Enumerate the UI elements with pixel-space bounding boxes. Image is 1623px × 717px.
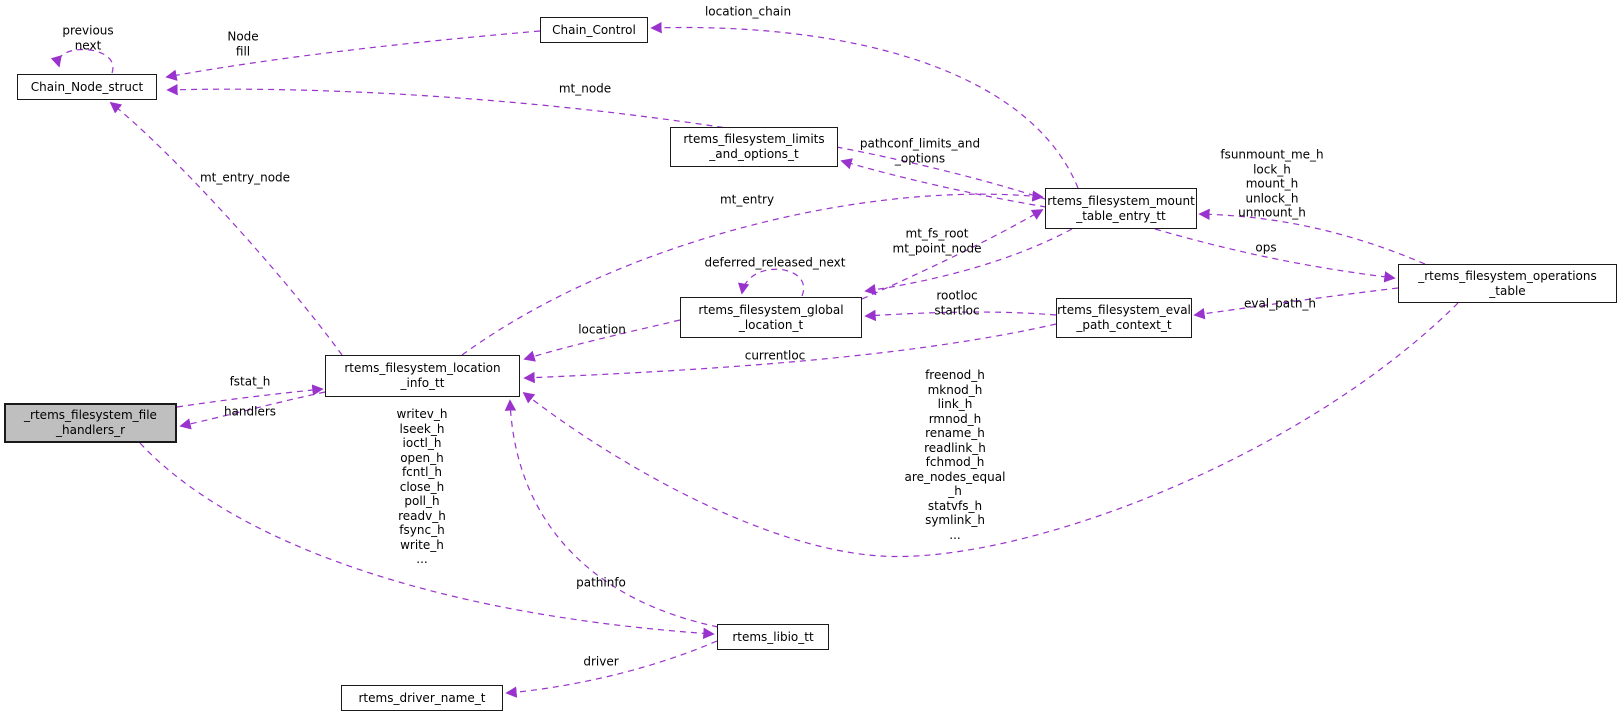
edge-label-node-fill: Node fill [227,29,259,58]
node-rtems-libio-tt[interactable]: rtems_libio_tt [717,624,829,650]
edge-label-writev-group: writev_h lseek_h ioctl_h open_h fcntl_h … [396,407,448,567]
edge-label-eval-path-h: eval_path_h [1243,296,1317,311]
edge-node-fill [165,30,541,81]
edge-label-ops: ops [1255,240,1277,255]
edge-label-driver: driver [583,654,619,669]
edge-label-location-chain: location_chain [704,4,792,19]
edge-pathconf-limits [840,158,1047,208]
edge-label-mt-fs-root: mt_fs_root mt_point_node [892,226,982,255]
edge-freenod-group [522,302,1459,558]
edge-location [523,319,681,362]
edge-label-fsunmount-group: fsunmount_me_h lock_h mount_h unlock_h u… [1220,147,1324,220]
edge-label-deferred-released-next: deferred_released_next [704,255,846,270]
edge-driver [505,640,718,698]
edge-label-handlers: handlers [223,404,277,419]
edge-rootloc-startloc [864,309,1057,322]
node-rtems-filesystem-limits-and-options-t[interactable]: rtems_filesystem_limits _and_options_t [670,127,838,167]
edge-fstat-h [176,384,324,408]
edge-label-currentloc: currentloc [744,348,806,363]
edge-ops [1154,228,1396,283]
edge-fsunmount-group [1198,208,1426,265]
edge-eval-path-h [1193,287,1399,320]
edge-mt-node [166,84,1046,200]
node-rtems-filesystem-operations-table[interactable]: _rtems_filesystem_operations _table [1398,264,1617,303]
node-rtems-filesystem-file-handlers-r[interactable]: _rtems_filesystem_file _handlers_r [4,403,177,443]
edge-writev-group [139,442,715,640]
edge-label-mt-node: mt_node [558,81,612,96]
edge-global-to-mount [861,209,1044,300]
node-rtems-filesystem-mount-table-entry-tt[interactable]: rtems_filesystem_mount _table_entry_tt [1045,188,1197,229]
edge-pathinfo [504,399,719,628]
node-rtems-filesystem-location-info-tt[interactable]: rtems_filesystem_location _info_tt [325,355,520,397]
node-rtems-driver-name-t[interactable]: rtems_driver_name_t [341,685,503,711]
edge-label-mt-entry-node: mt_entry_node [199,170,291,185]
edge-label-location: location [578,322,626,337]
node-chain-node-struct[interactable]: Chain_Node_struct [17,74,157,100]
edge-label-freenod-group: freenod_h mknod_h link_h rmnod_h rename_… [904,367,1006,542]
edge-label-previous-next: previous next [62,23,114,52]
edge-deferred-self-loop [738,268,805,297]
edge-handlers [179,391,326,430]
edge-mt-fs-root [864,228,1073,296]
edge-label-rootloc-startloc: rootloc startloc [934,288,980,317]
edge-label-pathinfo: pathinfo [576,575,626,590]
edge-label-fstat-h: fstat_h [229,374,271,389]
node-chain-control[interactable]: Chain_Control [540,17,648,43]
node-rtems-filesystem-global-location-t[interactable]: rtems_filesystem_global _location_t [680,297,862,338]
edge-previous-next-self-loop [50,49,114,74]
edge-label-mt-entry: mt_entry [719,192,775,207]
node-rtems-filesystem-eval-path-context-t[interactable]: rtems_filesystem_eval _path_context_t [1056,298,1192,338]
edge-mt-entry-node [109,101,343,356]
edge-label-pathconf-limits-and-options: pathconf_limits_and _options [859,136,981,165]
